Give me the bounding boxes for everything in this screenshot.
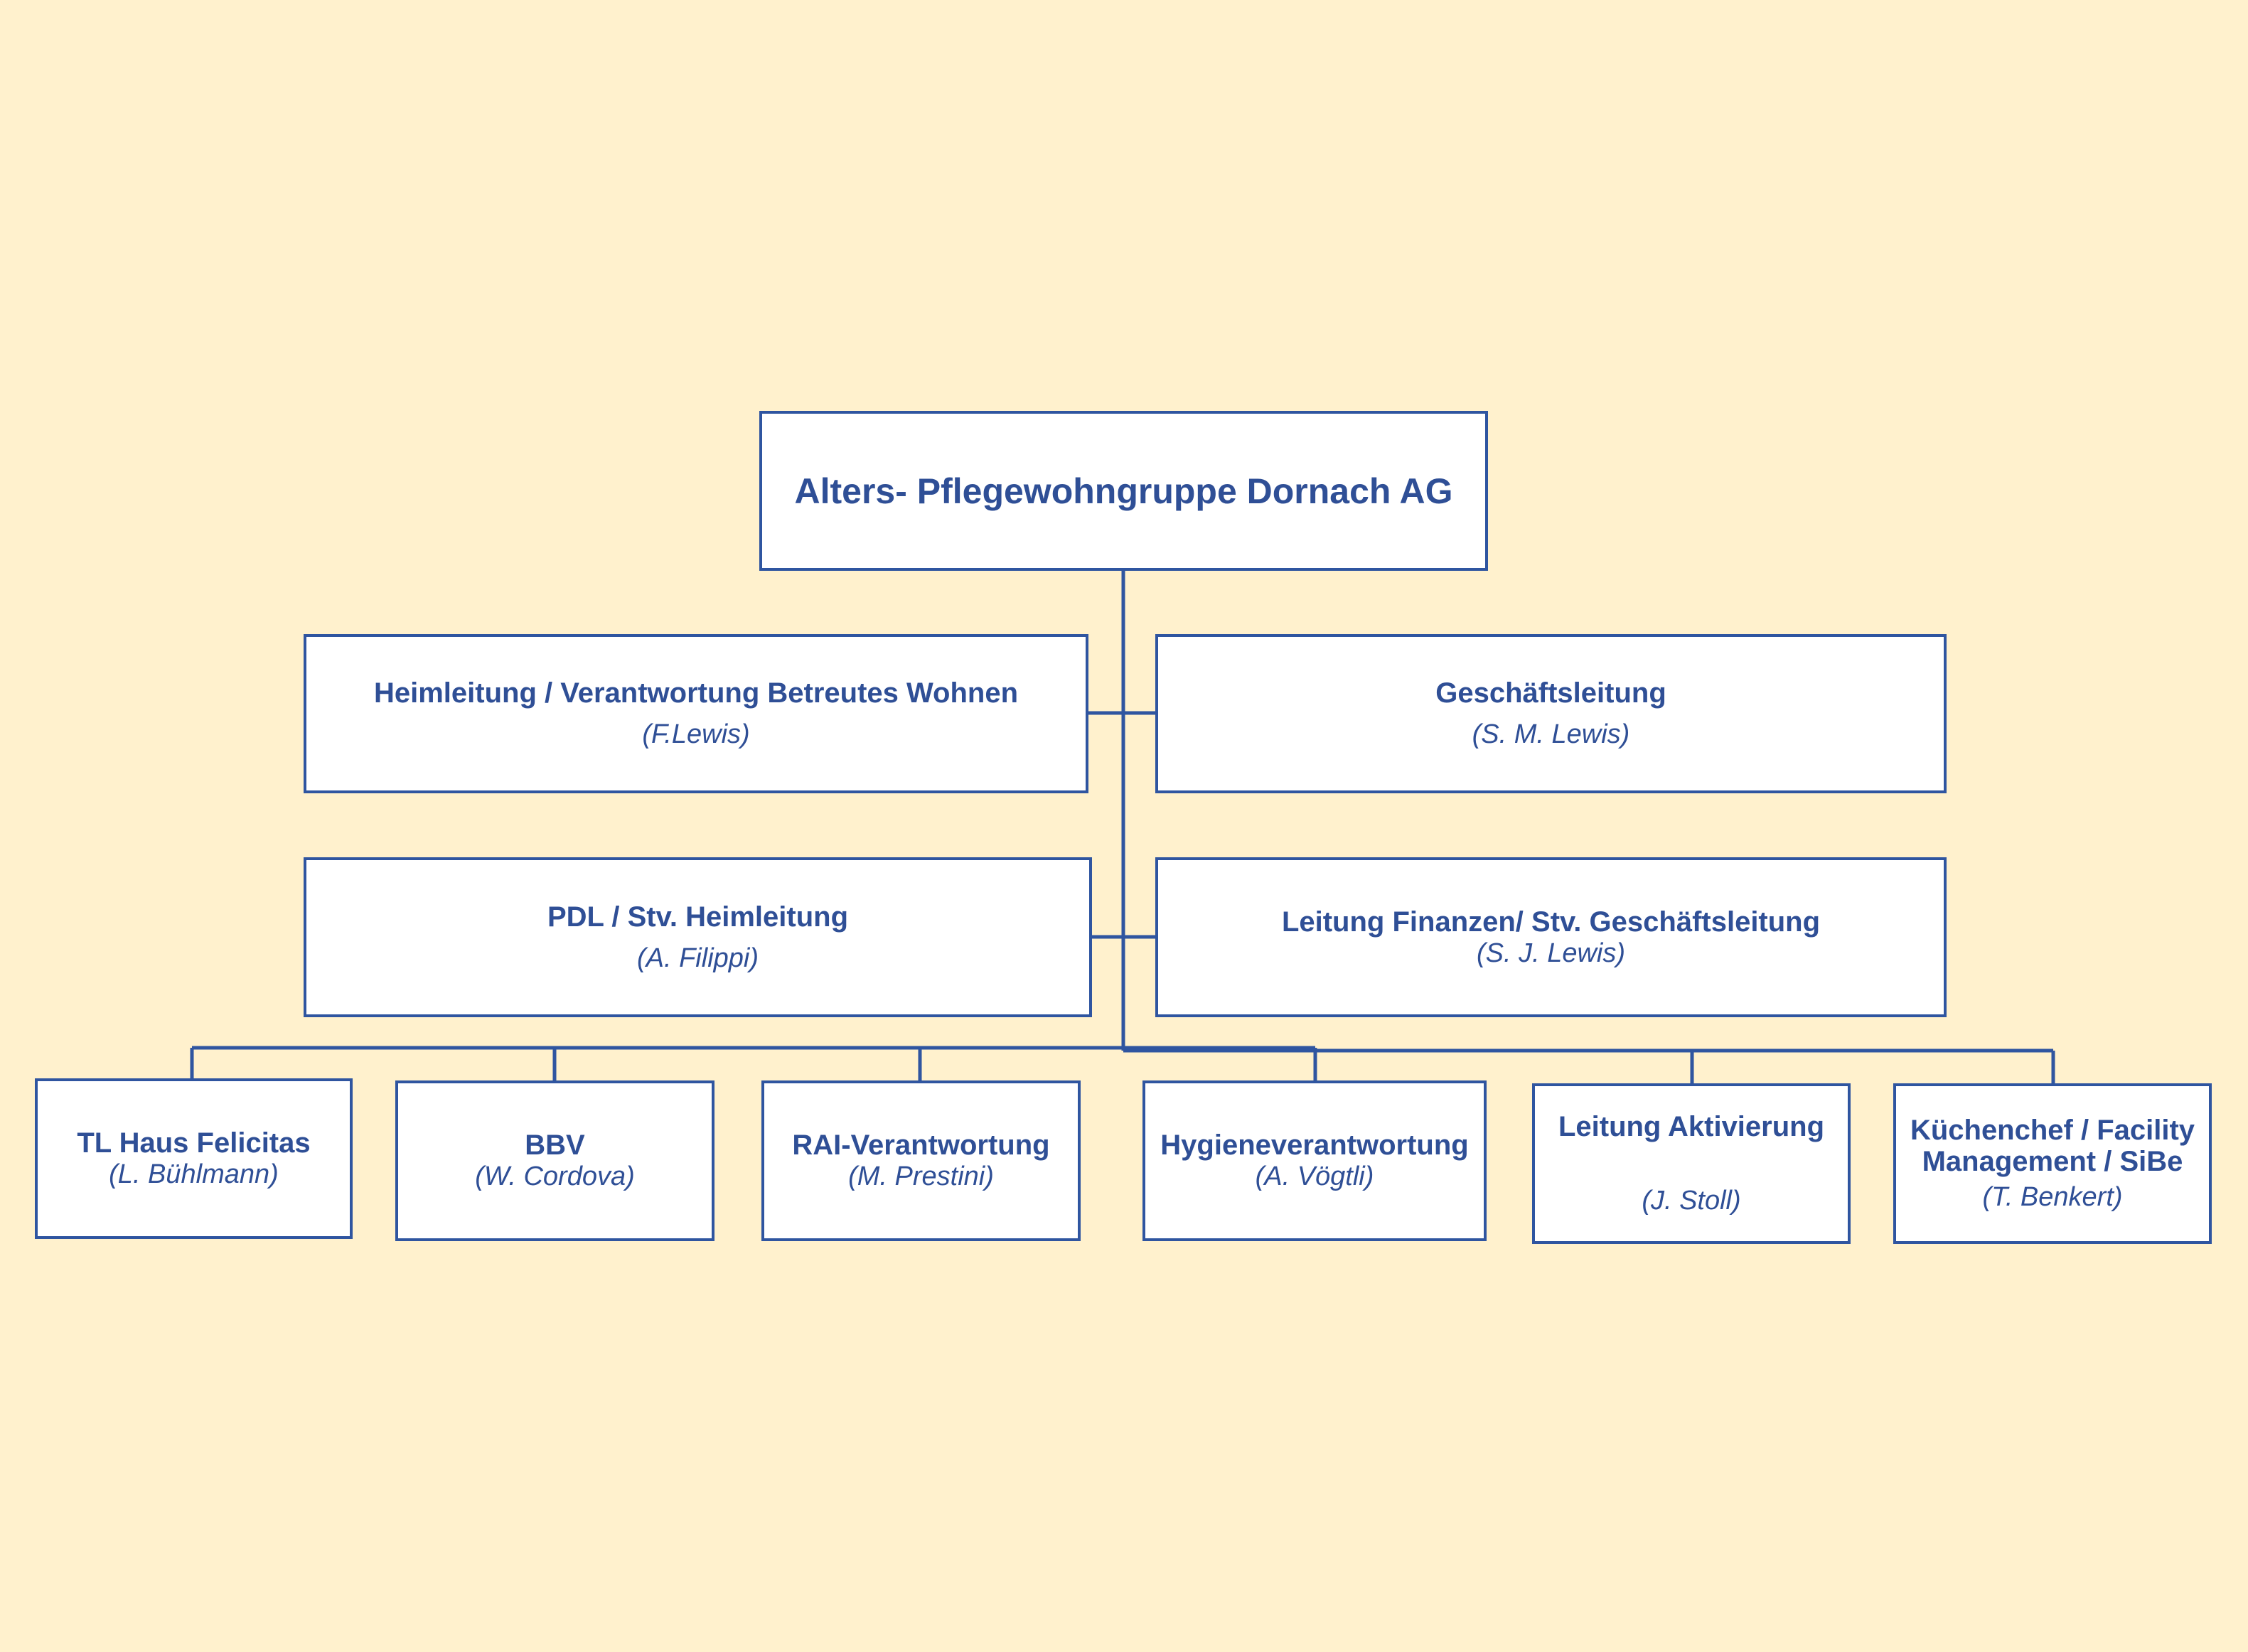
org-box-rai: RAI-Verantwortung (M. Prestini) (761, 1080, 1081, 1241)
box-title: Geschäftsleitung (1435, 677, 1666, 709)
box-title: TL Haus Felicitas (77, 1127, 311, 1159)
box-title: Küchenchef / Facility Management / SiBe (1910, 1115, 2195, 1177)
box-person: (T. Benkert) (1982, 1182, 2123, 1212)
box-person: (W. Cordova) (475, 1162, 635, 1191)
box-person: (S. J. Lewis) (1476, 938, 1626, 968)
box-person: (J. Stoll) (1642, 1186, 1741, 1216)
box-title: RAI-Verantwortung (792, 1130, 1050, 1161)
box-person: (A. Vögtli) (1255, 1162, 1374, 1191)
org-box-geschaeftsleitung: Geschäftsleitung (S. M. Lewis) (1155, 634, 1947, 793)
box-title: Hygieneverantwortung (1160, 1130, 1469, 1161)
box-title: PDL / Stv. Heimleitung (547, 901, 849, 933)
box-person: (L. Bühlmann) (109, 1159, 279, 1189)
org-box-kuechenchef: Küchenchef / Facility Management / SiBe … (1893, 1083, 2212, 1244)
box-person: (F.Lewis) (642, 719, 750, 749)
box-title: Leitung Aktivierung (1558, 1111, 1825, 1142)
org-box-finanzen: Leitung Finanzen/ Stv. Geschäftsleitung … (1155, 857, 1947, 1017)
org-box-root: Alters- Pflegewohngruppe Dornach AG (759, 411, 1488, 571)
org-box-tl-haus-felicitas: TL Haus Felicitas (L. Bühlmann) (35, 1078, 353, 1239)
org-box-heimleitung: Heimleitung / Verantwortung Betreutes Wo… (304, 634, 1088, 793)
org-title: Alters- Pflegewohngruppe Dornach AG (794, 471, 1453, 511)
box-person: (S. M. Lewis) (1472, 719, 1630, 749)
box-title: Heimleitung / Verantwortung Betreutes Wo… (373, 677, 1018, 709)
org-box-pdl: PDL / Stv. Heimleitung (A. Filippi) (304, 857, 1092, 1017)
org-box-bbv: BBV (W. Cordova) (395, 1080, 714, 1241)
box-title: Leitung Finanzen/ Stv. Geschäftsleitung (1281, 906, 1821, 938)
box-person: (A. Filippi) (636, 943, 759, 973)
org-box-aktivierung: Leitung Aktivierung (J. Stoll) (1532, 1083, 1851, 1244)
box-person: (M. Prestini) (848, 1162, 994, 1191)
box-title: BBV (525, 1130, 585, 1161)
org-box-hygiene: Hygieneverantwortung (A. Vögtli) (1142, 1080, 1487, 1241)
